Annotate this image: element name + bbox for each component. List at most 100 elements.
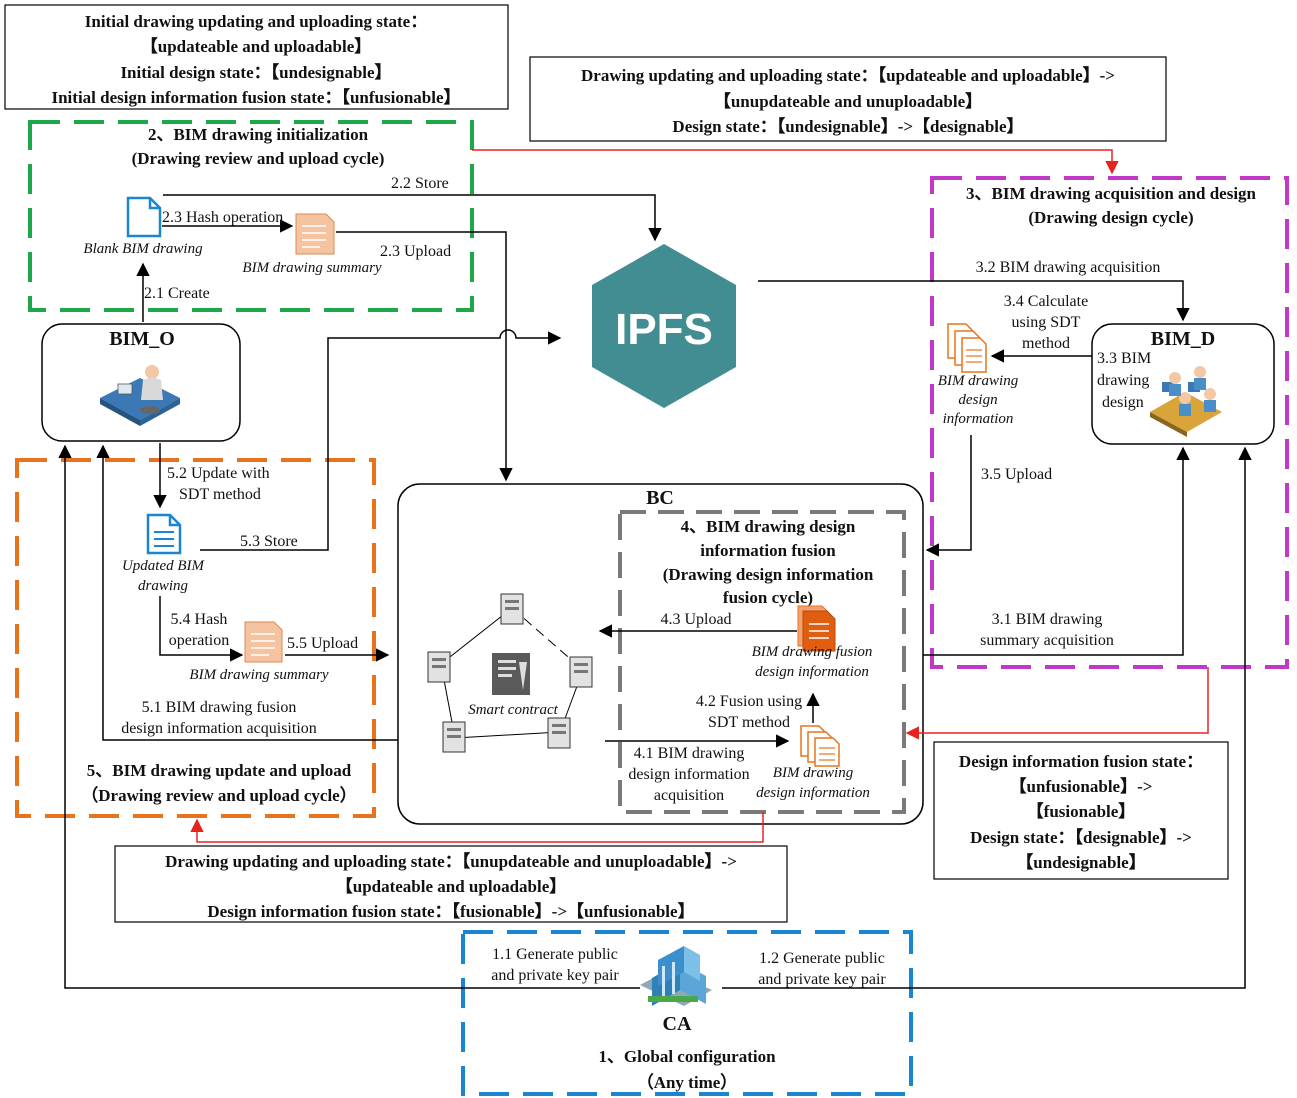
- update-summary-label: BIM drawing summary: [189, 667, 329, 683]
- top-right-state-line-2: 【unupdateable and unuploadable】: [714, 91, 982, 111]
- updated-drawing-doc: Updated BIM drawing: [122, 513, 206, 594]
- arrow-1-1-keys: [58, 444, 640, 989]
- bc-design-info-document-icon: [800, 725, 840, 767]
- bc-box: [397, 483, 924, 825]
- bottom-state-line-1: Drawing updating and uploading state：【un…: [165, 851, 737, 871]
- fusion-region-title-4: fusion cycle): [723, 588, 813, 607]
- step-1-1-line-2: and private key pair: [491, 967, 619, 984]
- summary-document-icon: [295, 213, 335, 255]
- bim-d-node: BIM_D 3.3 BIM drawing design: [1091, 323, 1275, 445]
- step-4-1-line-3: acquisition: [654, 787, 724, 804]
- bc-design-info-label-1: BIM drawing: [773, 765, 854, 781]
- step-3-3-line-3: design: [1102, 394, 1144, 411]
- top-right-state-line-3: Design state：【undesignable】->【designable…: [672, 116, 1023, 136]
- bim-o-node: BIM_O: [41, 323, 241, 442]
- init-region-subtitle: (Drawing review and upload cycle): [132, 149, 385, 168]
- fusion-info-doc: BIM drawing fusion design information: [752, 605, 873, 680]
- fusion-info-label-2: design information: [755, 664, 869, 680]
- fusion-region-title-2: information fusion: [700, 541, 836, 560]
- fusion-region-title-3: (Drawing design information: [663, 565, 874, 584]
- blank-drawing-doc: Blank BIM drawing: [83, 196, 203, 257]
- right-state-line-4: Design state：【designable】->: [970, 827, 1192, 847]
- fusion-info-label-1: BIM drawing fusion: [752, 644, 873, 660]
- step-4-1-line-1: 4.1 BIM drawing: [634, 745, 745, 762]
- step-5-4-line-2: operation: [169, 632, 229, 649]
- black-arrows: [58, 194, 1252, 989]
- initial-state-line-4: Initial design information fusion state：…: [51, 87, 460, 107]
- step-4-2-line-1: 4.2 Fusion using: [696, 693, 802, 710]
- update-region-subtitle: （Drawing review and upload cycle）: [81, 785, 356, 805]
- initial-state-line-1: Initial drawing updating and uploading s…: [85, 12, 427, 31]
- arrow-1-2-keys: [722, 446, 1252, 989]
- bc-design-info-label-2: design information: [756, 785, 870, 801]
- server-node-bottom-left: [442, 721, 466, 753]
- bottom-state-box: Drawing updating and uploading state：【un…: [114, 845, 788, 923]
- initial-state-line-3: Initial design state：【undesignable】: [120, 62, 391, 82]
- server-node-left: [427, 651, 451, 683]
- step-3-2-label: 3.2 BIM drawing acquisition: [976, 259, 1161, 276]
- right-state-line-5: 【undesignable】: [1016, 852, 1145, 872]
- design-info-label-3: information: [943, 411, 1014, 427]
- step-2-3-upload-label: 2.3 Upload: [380, 243, 451, 260]
- step-1-1-line-1: 1.1 Generate public: [492, 946, 618, 963]
- arrow-3-5-upload: [925, 435, 972, 557]
- ca-building-icon: [640, 946, 712, 1006]
- step-3-4-line-2: using SDT: [1012, 314, 1081, 331]
- step-5-2-line-1: 5.2 Update with: [167, 465, 270, 482]
- owner-workstation-icon: [100, 365, 180, 426]
- bc-label: BC: [646, 487, 674, 509]
- updated-document-icon: [146, 513, 182, 555]
- step-5-5-label: 5.5 Upload: [287, 635, 358, 652]
- ipfs-hexagon-icon: [592, 244, 736, 408]
- step-3-3-line-2: drawing: [1097, 372, 1149, 389]
- design-region: [930, 176, 1289, 669]
- arrow-5-1-fusion-acquisition: [96, 444, 398, 741]
- global-region-title: 1、Global configuration: [598, 1047, 776, 1066]
- updated-drawing-label-2: drawing: [138, 578, 189, 594]
- server-node-bottom-right: [547, 717, 571, 749]
- arrow-3-2-acquisition: [758, 280, 1190, 322]
- step-3-4-line-3: method: [1022, 335, 1070, 352]
- bc-design-info-doc: BIM drawing design information: [756, 725, 870, 801]
- step-4-2-line-2: SDT method: [708, 714, 790, 731]
- top-right-state-box: Drawing updating and uploading state：【up…: [529, 56, 1167, 142]
- ca-label: CA: [663, 1013, 692, 1035]
- step-4-1-line-2: design information: [628, 766, 749, 783]
- step-3-1-line-1: 3.1 BIM drawing: [992, 611, 1103, 628]
- update-summary-doc: BIM drawing summary: [189, 621, 329, 683]
- initial-state-box: Initial drawing updating and uploading s…: [4, 4, 509, 110]
- step-3-3-line-1: 3.3 BIM: [1097, 350, 1151, 367]
- update-summary-document-icon: [244, 621, 283, 663]
- right-state-line-2: 【unfusionable】->: [1010, 776, 1153, 796]
- server-node-top: [500, 593, 524, 625]
- step-2-3-hash-label: 2.3 Hash operation: [162, 209, 283, 226]
- update-region: [15, 458, 376, 818]
- global-region: [461, 930, 913, 1096]
- step-5-1-line-1: 5.1 BIM drawing fusion: [142, 699, 297, 716]
- design-info-doc: BIM drawing design information: [938, 323, 1019, 427]
- design-region-subtitle: (Drawing design cycle): [1028, 208, 1193, 227]
- arrow-2-2-store: [163, 194, 662, 242]
- arrow-3-1-summary: [923, 446, 1190, 656]
- arrow-5-3-store: [200, 329, 562, 551]
- init-summary-label: BIM drawing summary: [242, 260, 382, 276]
- step-3-4-line-1: 3.4 Calculate: [1004, 293, 1088, 310]
- ipfs-node: IPFS: [592, 244, 736, 408]
- step-5-1-line-2: design information acquisition: [121, 720, 317, 737]
- design-info-label-2: design: [958, 392, 997, 408]
- step-3-5-label: 3.5 Upload: [981, 466, 1052, 483]
- step-2-1-label: 2.1 Create: [144, 285, 210, 302]
- step-5-3-label: 5.3 Store: [240, 533, 298, 550]
- step-1-2-line-1: 1.2 Generate public: [759, 950, 885, 967]
- design-info-label-1: BIM drawing: [938, 373, 1019, 389]
- global-region-subtitle: （Any time）: [637, 1072, 738, 1092]
- fusion-region: [618, 510, 906, 814]
- step-3-1-line-2: summary acquisition: [980, 632, 1114, 649]
- smart-contract-icon: Smart contract: [468, 653, 559, 718]
- top-right-state-line-1: Drawing updating and uploading state：【up…: [581, 65, 1115, 85]
- red-arrow-design-to-fusion: [905, 667, 1209, 740]
- ca-node: CA: [640, 946, 712, 1035]
- ipfs-label: IPFS: [615, 305, 713, 354]
- right-state-box: Design information fusion state： 【unfusi…: [933, 741, 1229, 880]
